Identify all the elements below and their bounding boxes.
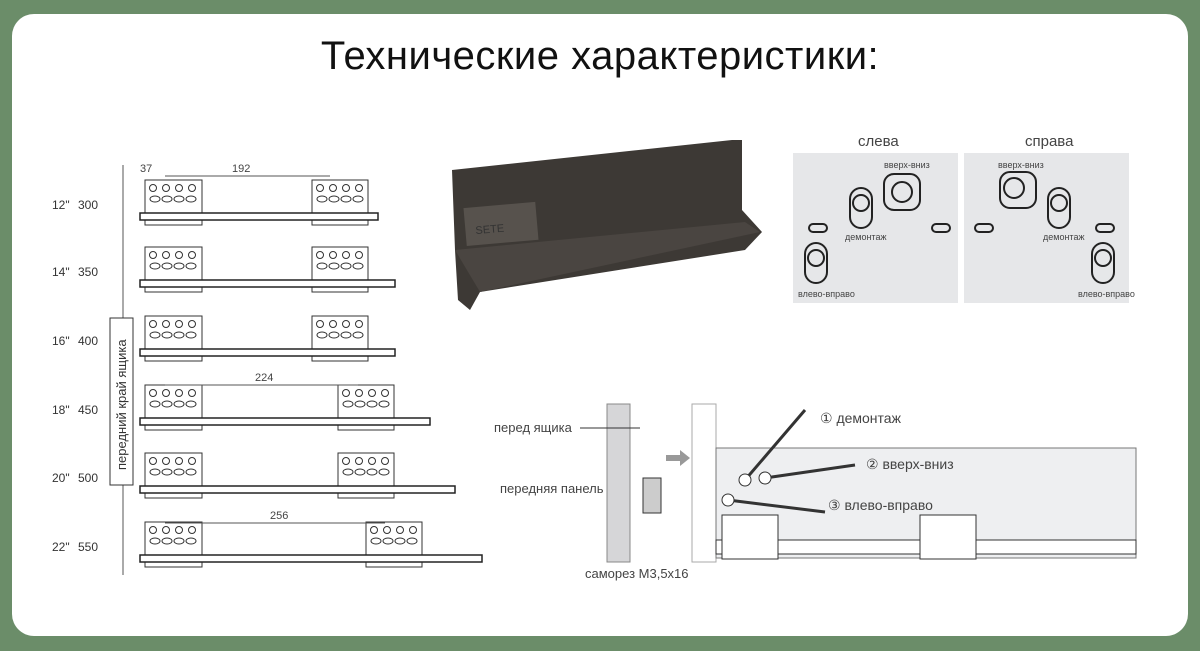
page-title: Технические характеристики: bbox=[320, 34, 880, 78]
step3-label: ③ влево-вправо bbox=[828, 497, 933, 513]
install-diagram: перед ящика передняя панель саморез М3,5… bbox=[494, 403, 1137, 581]
rail bbox=[139, 485, 456, 494]
rail bbox=[139, 417, 431, 426]
step2-label: ② вверх-вниз bbox=[866, 456, 954, 472]
size-inch: 18" bbox=[52, 403, 70, 417]
dim-224: 224 bbox=[255, 372, 273, 384]
label-up-down-right: вверх-вниз bbox=[998, 160, 1044, 170]
label-up-down-left: вверх-вниз bbox=[884, 160, 930, 170]
drawer-front-label: перед ящика bbox=[494, 420, 573, 435]
size-inch: 12" bbox=[52, 198, 70, 212]
dim-37: 37 bbox=[140, 163, 152, 175]
drawer-side-photo: SETE bbox=[452, 140, 762, 310]
size-chart: 12" 300 14" 350 16" 400 18" 450 20" 500 22" 550 bbox=[52, 179, 483, 568]
rail bbox=[139, 279, 396, 288]
front-edge-box bbox=[109, 317, 134, 486]
size-row: 22" 550 bbox=[52, 521, 483, 568]
front-edge-label: передний край ящика bbox=[114, 339, 129, 470]
brand-logo: SETE bbox=[475, 223, 505, 237]
size-row: 20" 500 bbox=[52, 452, 456, 499]
size-inch: 16" bbox=[52, 334, 70, 348]
rail bbox=[139, 554, 483, 563]
size-mm: 350 bbox=[78, 265, 98, 279]
size-row: 14" 350 bbox=[52, 246, 396, 293]
label-left-right-right: влево-вправо bbox=[1078, 289, 1135, 299]
screw-label: саморез М3,5х16 bbox=[585, 566, 689, 581]
label-left-right-left: влево-вправо bbox=[798, 289, 855, 299]
size-row: 16" 400 bbox=[52, 315, 396, 362]
left-title: слева bbox=[858, 133, 899, 150]
rail bbox=[139, 212, 379, 221]
dim-192: 192 bbox=[232, 163, 250, 175]
step1-label: ① демонтаж bbox=[820, 410, 902, 426]
right-title: справа bbox=[1025, 133, 1074, 150]
front-panel-label: передняя панель bbox=[500, 481, 604, 496]
size-mm: 550 bbox=[78, 540, 98, 554]
adjust-panels: слева справа вверх-вниз демонтаж влево-в… bbox=[793, 133, 1135, 303]
dim-256: 256 bbox=[270, 510, 288, 522]
size-mm: 400 bbox=[78, 334, 98, 348]
size-inch: 22" bbox=[52, 540, 70, 554]
size-mm: 500 bbox=[78, 471, 98, 485]
size-mm: 300 bbox=[78, 198, 98, 212]
size-inch: 20" bbox=[52, 471, 70, 485]
size-row: 18" 450 bbox=[52, 384, 431, 431]
size-mm: 450 bbox=[78, 403, 98, 417]
size-row: 12" 300 bbox=[52, 179, 379, 226]
rail bbox=[139, 348, 396, 357]
size-inch: 14" bbox=[52, 265, 70, 279]
label-dismount-right: демонтаж bbox=[1043, 232, 1084, 242]
label-dismount-left: демонтаж bbox=[845, 232, 886, 242]
